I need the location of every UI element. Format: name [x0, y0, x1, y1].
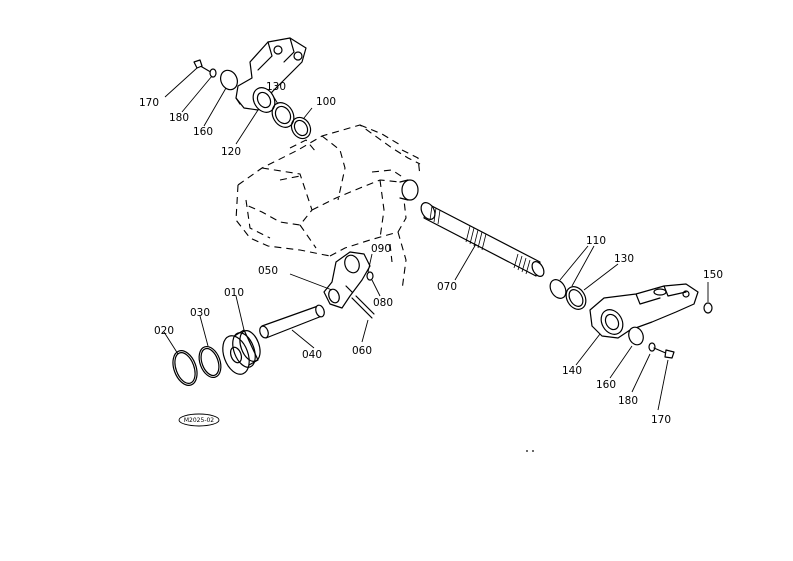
- part-labels: 170 180 160 120 130 100 110 130 150 140 …: [139, 81, 723, 426]
- lift-crank-050: [323, 251, 371, 309]
- label-040: 040: [302, 349, 322, 361]
- ring-100: [290, 116, 312, 140]
- label-180-top: 180: [169, 112, 189, 124]
- piston-010: [222, 329, 261, 375]
- label-180-bottom: 180: [618, 395, 638, 407]
- label-010: 010: [224, 287, 244, 299]
- label-130-top: 130: [266, 81, 286, 93]
- label-160-bottom: 160: [596, 379, 616, 391]
- label-150: 150: [703, 269, 723, 281]
- o-ring-020: [172, 350, 198, 386]
- label-170-top: 170: [139, 97, 159, 109]
- seal-130-top: [271, 102, 295, 128]
- label-020: 020: [154, 325, 174, 337]
- label-090: 090: [371, 243, 391, 255]
- lift-shaft-070: [420, 202, 545, 277]
- bolt-170-bottom: [648, 342, 675, 359]
- bolt-170-top: [193, 59, 217, 78]
- bolt-080: [366, 271, 374, 281]
- label-080: 080: [373, 297, 393, 309]
- label-110: 110: [586, 235, 606, 247]
- washer-160-top: [220, 69, 238, 91]
- drawing-code-badge: M2025-02: [178, 413, 220, 427]
- lift-arm-left: [235, 37, 307, 113]
- pin-060: [351, 295, 375, 319]
- label-030: 030: [190, 307, 210, 319]
- label-050: 050: [258, 265, 278, 277]
- transmission-housing: [235, 124, 421, 291]
- lift-arm-right: [589, 283, 699, 339]
- piston-rod-040: [259, 304, 325, 339]
- leader-lines: [163, 67, 709, 411]
- drawing-code: M2025-02: [184, 417, 214, 424]
- seal-110-right: [549, 279, 567, 299]
- label-070: 070: [437, 281, 457, 293]
- label-120: 120: [221, 146, 241, 158]
- washer-160-bottom: [628, 326, 644, 346]
- label-100: 100: [316, 96, 336, 108]
- bolt-150: [703, 302, 713, 314]
- backup-ring-030: [198, 345, 222, 379]
- seal-130-right: [565, 286, 587, 310]
- label-170-bottom: 170: [651, 414, 671, 426]
- label-160-top: 160: [193, 126, 213, 138]
- label-060: 060: [352, 345, 372, 357]
- label-130-right: 130: [614, 253, 634, 265]
- label-140: 140: [562, 365, 582, 377]
- stray-marks: [526, 450, 534, 452]
